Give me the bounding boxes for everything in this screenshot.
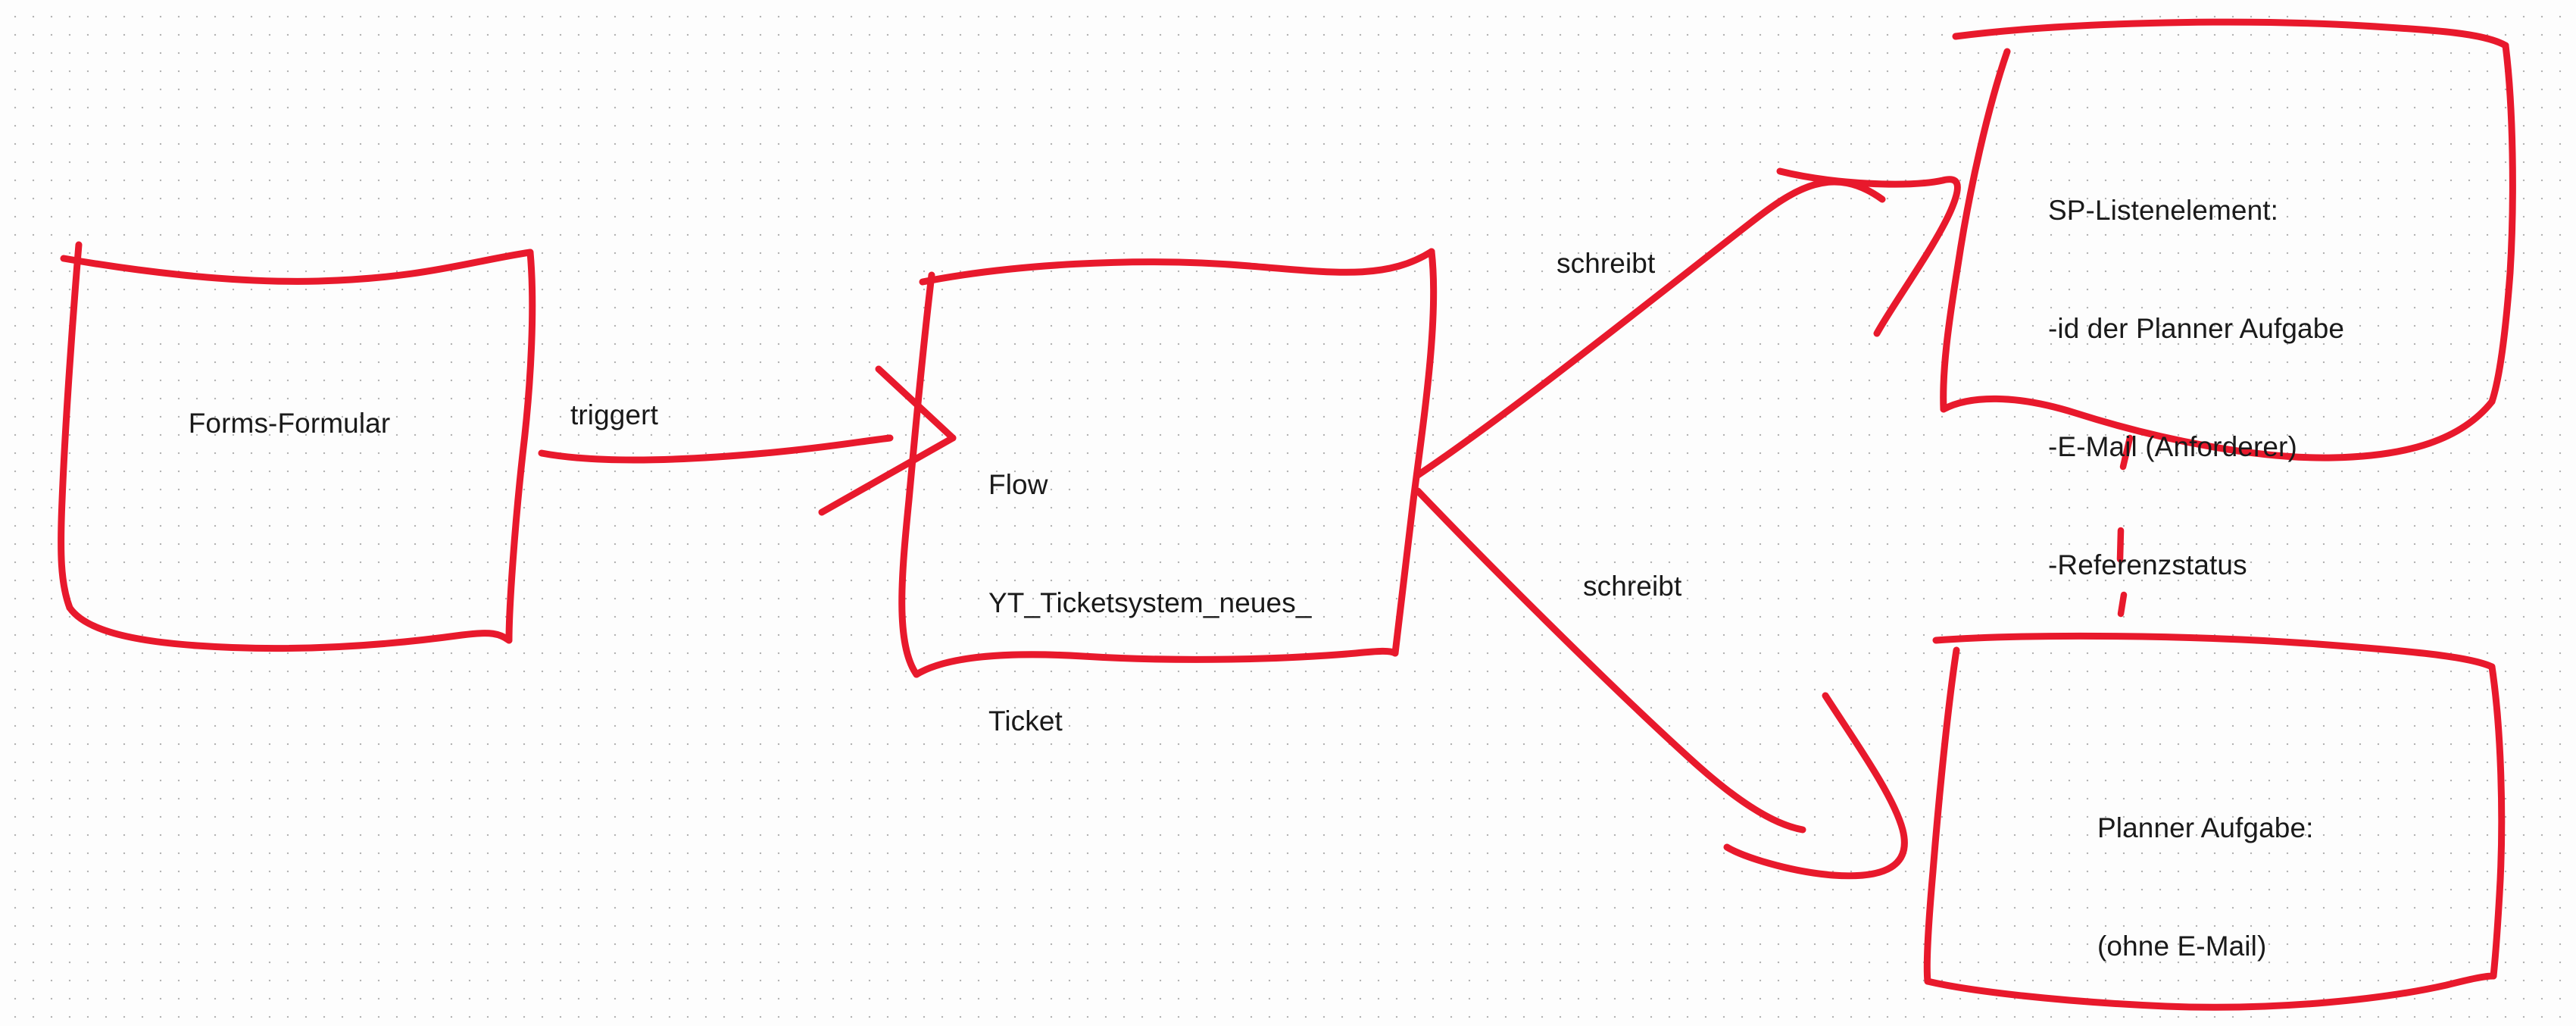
node-shape-flow[interactable] xyxy=(898,248,1438,678)
node-shape-forms[interactable] xyxy=(58,241,536,652)
dashed-segment-3 xyxy=(2117,591,2128,618)
triggert-arrowhead-lower xyxy=(818,434,957,516)
edge-label-schreibt-bottom: schreibt xyxy=(1583,571,1682,602)
edge-label-schreibt-top: schreibt xyxy=(1557,248,1656,279)
node-label-splist: SP-Listenelement: -id der Planner Aufgab… xyxy=(2048,112,2533,664)
edge-schreibt-top[interactable] xyxy=(1414,167,1961,479)
forms-box-bottom-edge xyxy=(66,604,513,652)
planner-box-right-edge xyxy=(2488,663,2506,980)
node-label-flow: Flow YT_Ticketsystem_neues_ Ticket xyxy=(988,386,1413,820)
forms-box-right-edge xyxy=(505,249,536,644)
splist-box-top-edge xyxy=(1952,18,2509,49)
node-shape-splist[interactable] xyxy=(1940,18,2516,461)
forms-box-top-edge xyxy=(60,249,534,285)
planner-box-bottom-edge xyxy=(1924,972,2497,1011)
triggert-arrow-shaft xyxy=(538,434,894,464)
planner-box-top-edge xyxy=(1932,632,2496,671)
node-label-flow-line2: YT_Ticketsystem_neues_ xyxy=(988,587,1312,618)
edge-label-triggert: triggert xyxy=(570,399,658,430)
schreibt-top-shaft xyxy=(1414,178,1886,479)
node-label-splist-line2: -id der Planner Aufgabe xyxy=(2048,313,2345,344)
dashed-segment-1 xyxy=(2119,434,2134,471)
edge-triggert[interactable] xyxy=(538,365,957,516)
node-label-planner-line2: (ohne E-Mail) xyxy=(2097,931,2267,962)
edge-splist-planner-dashed[interactable] xyxy=(2116,434,2134,618)
dashed-segment-2 xyxy=(2116,527,2125,563)
node-label-planner: Planner Aufgabe: (ohne E-Mail) xyxy=(2097,730,2521,1026)
flow-box-left-edge xyxy=(898,271,935,678)
splist-box-right-edge xyxy=(2488,42,2516,405)
splist-box-bottom-edge xyxy=(1940,395,2496,461)
schreibt-bottom-arrowhead xyxy=(1723,692,1908,880)
node-label-splist-line1: SP-Listenelement: xyxy=(2048,195,2279,226)
node-label-splist-line4: -Referenzstatus xyxy=(2048,549,2247,580)
forms-box-left-edge xyxy=(58,241,83,612)
node-label-planner-line1: Planner Aufgabe: xyxy=(2097,812,2314,843)
schreibt-bottom-shaft xyxy=(1414,487,1806,834)
schreibt-top-arrowhead xyxy=(1776,167,1961,337)
flow-box-bottom-edge xyxy=(913,647,1399,678)
flow-box-right-edge xyxy=(1391,248,1438,657)
node-label-flow-line3: Ticket xyxy=(988,705,1063,737)
flow-box-top-edge xyxy=(919,248,1435,286)
edge-schreibt-bottom[interactable] xyxy=(1414,487,1908,880)
splist-box-left-edge xyxy=(1940,48,2011,413)
node-label-forms: Forms-Formular xyxy=(188,408,391,439)
planner-box-left-edge xyxy=(1923,646,1960,985)
node-label-splist-line3: -E-Mail (Anforderer) xyxy=(2048,431,2297,462)
node-label-flow-line1: Flow xyxy=(988,469,1048,500)
node-shape-planner[interactable] xyxy=(1923,632,2506,1011)
